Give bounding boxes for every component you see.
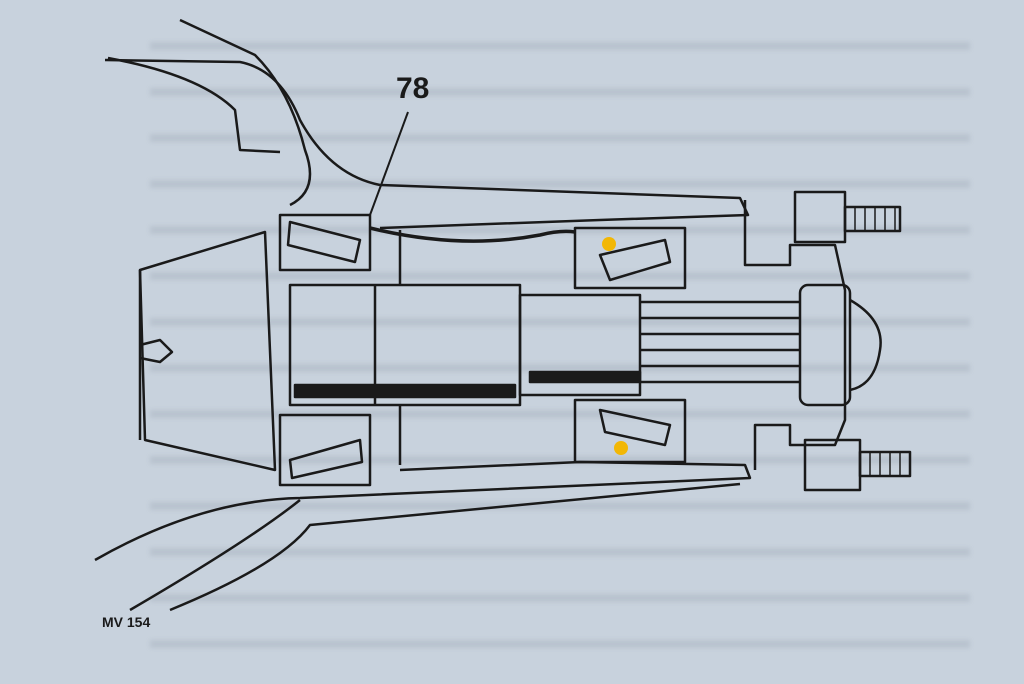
stud-upper-threads [854, 207, 896, 231]
lower-arm [94, 460, 752, 562]
spindle-shadow [293, 383, 517, 399]
stud-upper-head [793, 190, 847, 244]
inner-bearing-upper [278, 213, 372, 272]
upper-arm-edge [107, 56, 281, 154]
upper-arm-inner [179, 18, 312, 207]
hub-nut-dome [849, 298, 882, 392]
figure-code: MV 154 [102, 614, 151, 630]
bleed-through-text [150, 20, 970, 670]
callout-label: 78 [396, 72, 430, 105]
hub-nut [798, 283, 852, 407]
stud-lower-head [803, 438, 862, 492]
splines [640, 300, 800, 384]
flange [743, 200, 847, 470]
inner-bearing-lower-roller [288, 438, 364, 480]
hub-cap-nipple [139, 338, 174, 364]
lower-arm-edge [129, 499, 301, 612]
housing-seal-line [369, 226, 576, 243]
stud-lower-threads [869, 452, 901, 476]
upper-arm [104, 58, 750, 230]
stud-upper-thread [843, 205, 902, 233]
inner-bearing-lower [278, 413, 372, 487]
drive-shaft [518, 293, 642, 397]
drive-shaft-shadow [528, 370, 642, 384]
callout-leader [369, 111, 409, 216]
hub-cap [138, 230, 277, 472]
outer-bearing-lower-roller [598, 408, 672, 447]
lower-arm-inner [169, 482, 741, 612]
outer-bearing-upper-roller [598, 238, 672, 282]
outer-bearing-lower [573, 398, 687, 464]
outer-bearing-upper [573, 226, 687, 290]
inner-bearing-upper-roller [286, 220, 362, 264]
stud-lower-thread [858, 450, 912, 478]
grease-point-marker-upper [602, 237, 616, 251]
grease-point-marker-lower [614, 441, 628, 455]
